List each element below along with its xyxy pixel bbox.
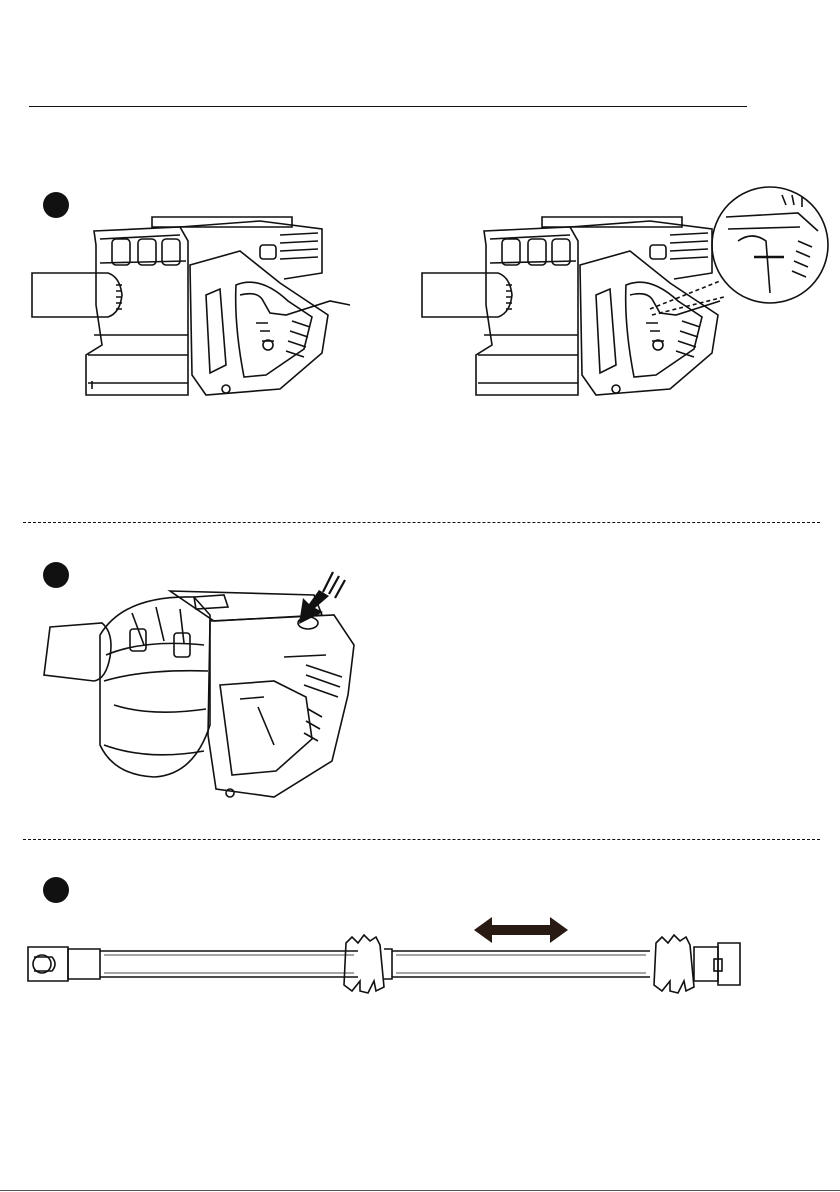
header-rule: [29, 106, 747, 107]
footer-rule: [0, 1190, 840, 1191]
step-3-marker: [43, 877, 69, 903]
extension-tube-illustration: [28, 935, 748, 997]
trigger-lock-zoom-detail: [708, 183, 834, 309]
section-divider: [23, 522, 820, 523]
vacuum-handheld-right-illustration: [420, 205, 740, 405]
press-arrow-icon: [295, 568, 345, 628]
vacuum-handheld-left-illustration: [30, 205, 350, 405]
section-divider-2: [23, 839, 820, 840]
